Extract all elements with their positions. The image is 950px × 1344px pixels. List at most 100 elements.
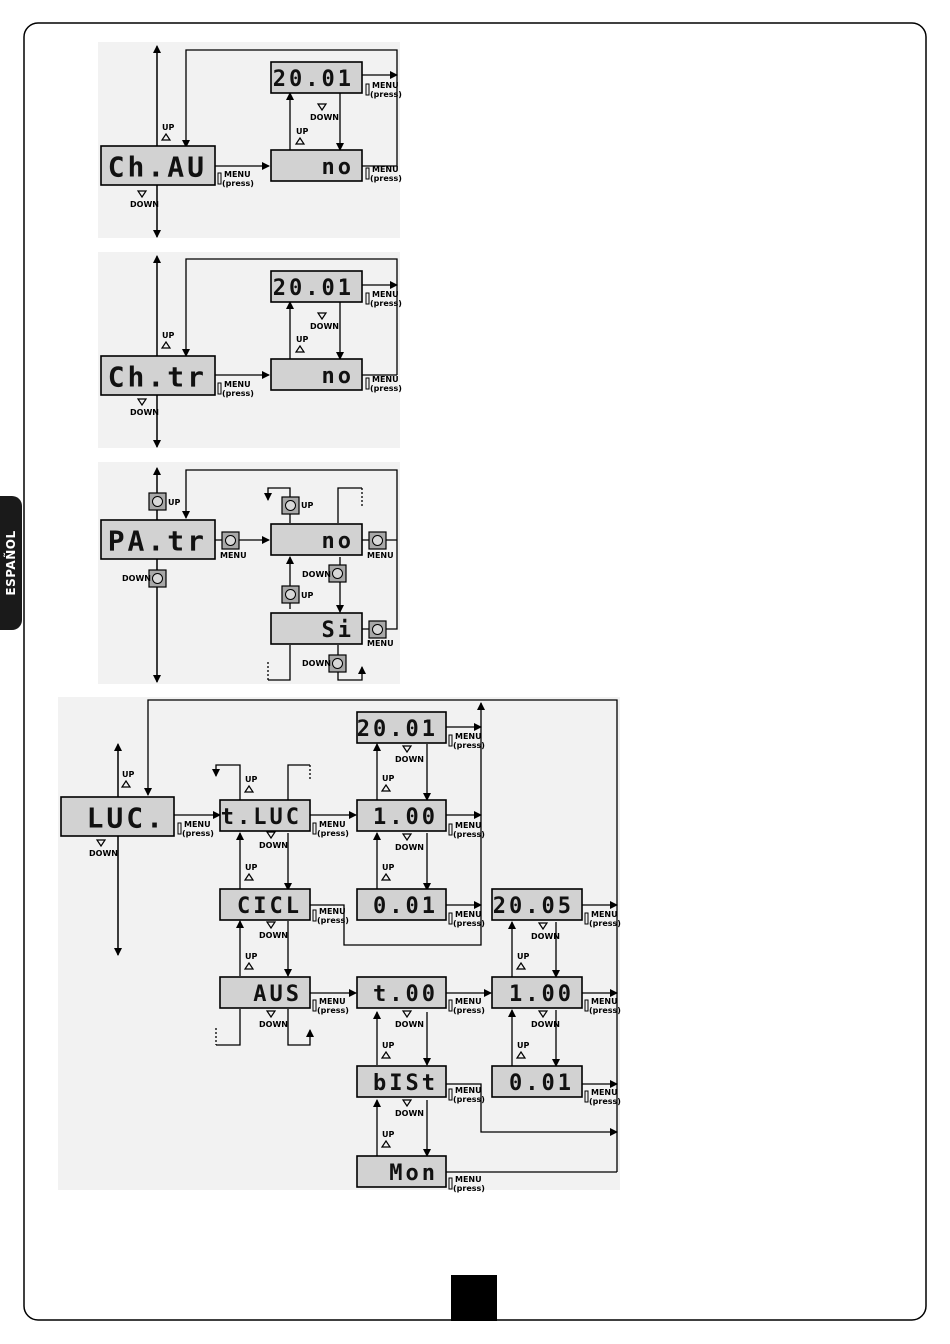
press-label: (press) xyxy=(222,179,254,188)
down-triangle-icon xyxy=(136,398,148,407)
down-label: DOWN xyxy=(395,843,424,852)
display-pa-tr: PA.tr xyxy=(100,519,216,560)
display-t-luc: t.LUC xyxy=(219,799,311,832)
up-label: UP xyxy=(162,123,174,132)
display-luc-2001-frame xyxy=(356,711,447,744)
up-triangle-icon xyxy=(120,779,132,788)
press-label: (press) xyxy=(182,829,214,838)
display-luc-001-value: 0.01 xyxy=(373,894,438,919)
down-label: DOWN xyxy=(89,849,118,858)
display-i100: 1.00 xyxy=(491,976,583,1009)
display-t-00-frame xyxy=(356,976,447,1009)
menu-label: MENU xyxy=(455,1086,482,1095)
down-triangle-icon xyxy=(401,1010,413,1019)
up-triangle-icon xyxy=(294,344,306,353)
display-ch-tr: Ch.tr xyxy=(100,355,216,396)
down-triangle-icon xyxy=(136,190,148,199)
display-2005-frame xyxy=(491,888,583,921)
menu-label: MENU xyxy=(220,551,247,560)
display-001b-value: 0.01 xyxy=(509,1071,574,1096)
ch-au-return-loop xyxy=(182,49,398,166)
menu-label: MENU xyxy=(591,910,618,919)
up-triangle-icon xyxy=(380,1139,392,1148)
display-2005-value: 20.05 xyxy=(493,894,574,919)
display-pa-tr-si-value: Si xyxy=(322,618,355,643)
up-label: UP xyxy=(382,774,394,783)
menu-bar-icon xyxy=(448,734,453,747)
down-label: DOWN xyxy=(531,1020,560,1029)
down-label: DOWN xyxy=(310,322,339,331)
display-aus: AUS xyxy=(219,976,311,1009)
display-i100-frame xyxy=(491,976,583,1009)
down-label: DOWN xyxy=(130,408,159,417)
menu-label: MENU xyxy=(224,380,251,389)
display-ch-tr-no: no xyxy=(270,358,363,391)
panel-3-bg xyxy=(98,462,400,684)
language-tab: ESPAÑOL xyxy=(0,496,22,630)
pa-tr-bottom-stub xyxy=(268,645,291,681)
up-label: UP xyxy=(162,331,174,340)
ciclo-menu-return xyxy=(310,702,485,946)
down-button xyxy=(148,569,167,588)
menu-bar-icon xyxy=(177,822,182,835)
menu-button xyxy=(221,531,240,550)
display-001b-frame xyxy=(491,1065,583,1098)
up-triangle-icon xyxy=(294,136,306,145)
display-t-luc-value: t.LUC xyxy=(221,805,302,830)
ch-tr-return-loop xyxy=(182,258,398,375)
menu-bar-icon xyxy=(448,1177,453,1190)
down-label: DOWN xyxy=(259,931,288,940)
menu-label: MENU xyxy=(372,81,399,90)
down-triangle-icon xyxy=(316,312,328,321)
down-triangle-icon xyxy=(537,1010,549,1019)
press-label: (press) xyxy=(317,829,349,838)
display-ch-au-no: no xyxy=(270,149,363,182)
menu-label: MENU xyxy=(319,820,346,829)
up-triangle-icon xyxy=(380,783,392,792)
display-pa-tr-value: PA.tr xyxy=(108,524,207,557)
menu-label: MENU xyxy=(319,997,346,1006)
display-pa-tr-frame xyxy=(100,519,216,560)
menu-bar-icon xyxy=(312,909,317,922)
menu-bar-icon xyxy=(448,823,453,836)
display-luc-2001-value: 20.01 xyxy=(357,717,438,742)
press-label: (press) xyxy=(453,1095,485,1104)
up-triangle-icon xyxy=(515,961,527,970)
display-mon-frame xyxy=(356,1155,447,1188)
display-luc-value: LUC. xyxy=(87,801,166,834)
down-label: DOWN xyxy=(302,570,331,579)
down-triangle-icon xyxy=(95,839,107,848)
menu-label: MENU xyxy=(372,375,399,384)
menu-label: MENU xyxy=(319,907,346,916)
up-label: UP xyxy=(245,952,257,961)
down-triangle-icon xyxy=(401,1099,413,1108)
up-label: UP xyxy=(122,770,134,779)
pa-tr-return-loop xyxy=(182,469,398,540)
up-label: UP xyxy=(517,952,529,961)
display-ch-au: Ch.AU xyxy=(100,145,216,186)
menu-bar-icon xyxy=(312,999,317,1012)
menu-bar-icon xyxy=(448,999,453,1012)
menu-bar-icon xyxy=(448,1088,453,1101)
display-2005: 20.05 xyxy=(491,888,583,921)
down-triangle-icon xyxy=(316,103,328,112)
display-ch-tr-value: Ch.tr xyxy=(108,360,207,393)
down-label: DOWN xyxy=(395,1020,424,1029)
display-ch-tr-2001-frame xyxy=(270,270,363,303)
menu-bar-icon xyxy=(217,382,222,395)
display-ch-tr-frame xyxy=(100,355,216,396)
menu-label: MENU xyxy=(591,1088,618,1097)
panel-4-bg xyxy=(58,697,620,1190)
display-cicl-frame xyxy=(219,888,311,921)
menu-bar-icon xyxy=(217,172,222,185)
up-label: UP xyxy=(296,127,308,136)
menu-label: MENU xyxy=(372,165,399,174)
press-label: (press) xyxy=(370,174,402,183)
up-label: UP xyxy=(296,335,308,344)
up-triangle-icon xyxy=(243,872,255,881)
display-ch-au-no-frame xyxy=(270,149,363,182)
up-button xyxy=(281,496,300,515)
up-triangle-icon xyxy=(380,1050,392,1059)
display-i100-value: 1.00 xyxy=(509,982,574,1007)
